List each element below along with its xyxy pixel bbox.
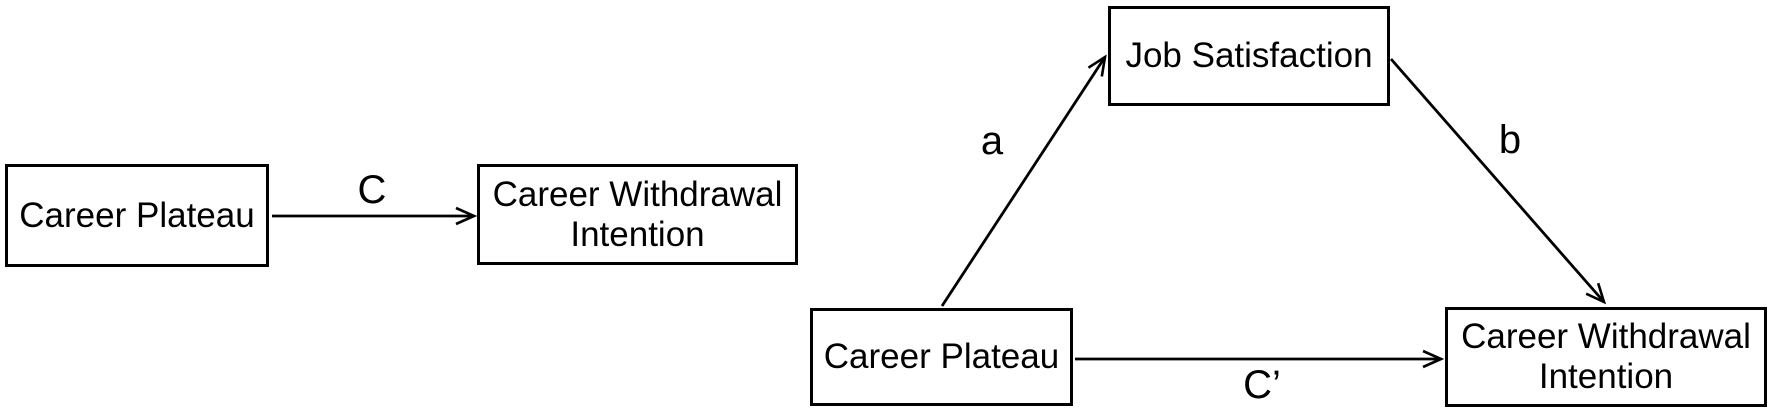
- path-b-arrow: [1389, 58, 1604, 302]
- mediator-box: Job Satisfaction: [1108, 6, 1390, 106]
- left-predictor-box: Career Plateau: [5, 164, 269, 267]
- path-c-label: C: [357, 168, 387, 212]
- right-outcome-box: Career Withdrawal Intention: [1445, 307, 1767, 407]
- path-a-label: a: [980, 119, 1004, 163]
- path-a-arrow: [940, 57, 1105, 307]
- path-c-prime-label: C’: [1243, 363, 1281, 407]
- path-b-label: b: [1498, 118, 1522, 162]
- right-predictor-box: Career Plateau: [810, 308, 1073, 406]
- left-outcome-box: Career Withdrawal Intention: [477, 164, 798, 265]
